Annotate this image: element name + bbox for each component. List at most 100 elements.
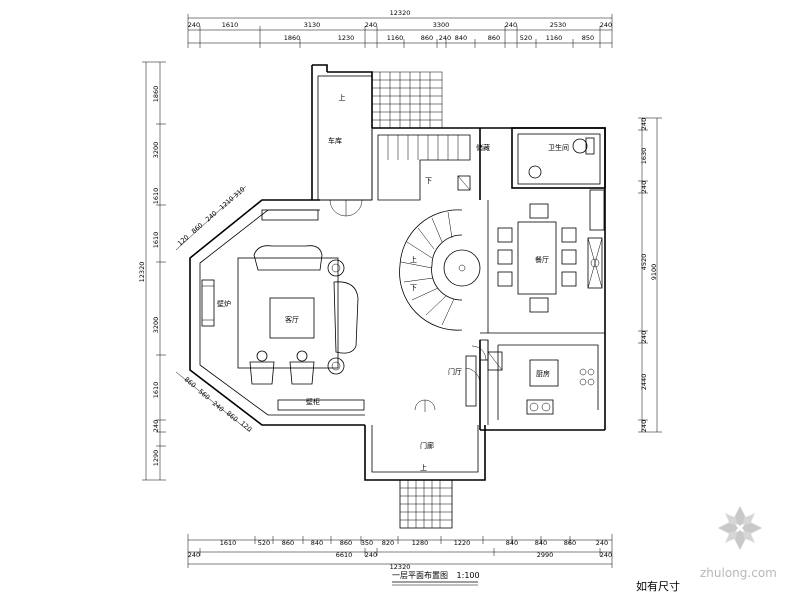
dim-left-3: 1610	[152, 188, 160, 205]
dim-left-8: 1290	[152, 450, 160, 467]
dim-top2-7: 860	[488, 34, 500, 42]
dim-right-5: 240	[640, 331, 648, 343]
left-dimension-labels: 12320 1860 3200 1610 1610 3200 1610 240 …	[138, 86, 160, 467]
caption-underline	[392, 581, 478, 586]
living-label: 客厅	[285, 315, 299, 324]
plan-caption: 一层平面布置图 1:100	[392, 570, 480, 581]
dim-bottom-10: 840	[506, 539, 518, 547]
right-dimension-labels: 9100 240 1630 240 4520 240 2440 240	[640, 118, 658, 432]
dim-bottom-3: 860	[282, 539, 294, 547]
dim-top-1: 240	[188, 21, 200, 29]
plan-caption-scale: 1:100	[456, 571, 480, 580]
dim-top-5: 3300	[433, 21, 450, 29]
dim-bottom-5: 860	[340, 539, 352, 547]
dim-bottom2-2: 6610	[336, 551, 353, 559]
plan-caption-title: 一层平面布置图	[392, 571, 448, 580]
bottom-dimension-labels: 1610 520 860 840 860 350 820 1280 1220 8…	[188, 539, 612, 571]
dim-bottom-total: 12320	[390, 563, 411, 571]
dim-top-8: 240	[600, 21, 612, 29]
dim-bottom-6: 350	[361, 539, 373, 547]
porch-label: 门廊	[420, 441, 434, 450]
dim-bottom-4: 840	[311, 539, 323, 547]
closet-label: 壁柜	[306, 397, 320, 406]
garage-stair	[371, 71, 443, 129]
bottom-dimension-lines	[187, 534, 613, 568]
porch-up-label: 上	[420, 463, 427, 472]
dim-bottom-13: 240	[596, 539, 608, 547]
kitchen: 厨房	[487, 344, 599, 420]
dim-bay-upper-1: 120	[176, 233, 191, 247]
doors	[329, 199, 487, 412]
dim-right-1: 240	[640, 118, 648, 130]
dim-top2-1: 1860	[284, 34, 301, 42]
dim-left-2: 3200	[152, 142, 160, 159]
side-caption: 如有尺寸	[636, 580, 680, 593]
dim-top-4: 240	[365, 21, 377, 29]
entry-label: 门厅	[448, 367, 462, 376]
dim-bottom2-1: 240	[188, 551, 200, 559]
dim-top2-4: 860	[421, 34, 433, 42]
dim-bottom-1: 1610	[220, 539, 237, 547]
living-room: 客厅 壁炉 壁柜	[201, 209, 365, 411]
interior-walls: 门厅	[448, 128, 489, 425]
dim-top2-6: 840	[455, 34, 467, 42]
dim-bay-lower-5: 120	[239, 419, 254, 433]
dim-top2-3: 1160	[387, 34, 404, 42]
dim-bay-upper-4: 1210	[218, 194, 236, 211]
dim-bottom-7: 820	[382, 539, 394, 547]
dim-bottom-12: 860	[564, 539, 576, 547]
dim-right-4: 4520	[640, 254, 648, 271]
stair-dn-label: 下	[410, 284, 417, 292]
wc: 卫生间	[511, 127, 606, 189]
dim-top-total: 12320	[390, 9, 411, 17]
dim-bottom-9: 1220	[454, 539, 471, 547]
garage-up-label: 上	[339, 93, 346, 102]
dim-top-3: 3130	[304, 21, 321, 29]
dining-label: 餐厅	[535, 255, 549, 264]
dim-bottom2-5: 240	[600, 551, 612, 559]
stair-up-label: 上	[410, 255, 417, 264]
dim-left-4: 1610	[152, 232, 160, 249]
dining-room: 餐厅	[480, 189, 605, 334]
dim-bay-upper-2: 860	[190, 221, 205, 235]
storage-area: 储藏 下	[377, 134, 490, 201]
top-dimension-labels: 12320 240 1610 3130 240 3300 240 2530 24…	[188, 9, 612, 42]
dim-left-6: 1610	[152, 382, 160, 399]
dim-top2-5: 240	[439, 34, 451, 42]
dim-top-2: 1610	[222, 21, 239, 29]
watermark-logo-icon	[718, 506, 762, 550]
porch: 门廊 上	[399, 441, 453, 529]
dim-right-total: 9100	[650, 264, 658, 281]
watermark-text: zhulong.com	[700, 566, 777, 580]
fireplace-label: 壁炉	[217, 299, 231, 308]
dim-right-2: 1630	[640, 148, 648, 165]
dim-left-total: 12320	[138, 262, 146, 283]
garage-label: 车库	[328, 136, 342, 145]
wc-label: 卫生间	[548, 143, 569, 152]
dim-top2-2: 1230	[338, 34, 355, 42]
dim-top-6: 240	[505, 21, 517, 29]
dim-bay-lower-2: 560	[197, 387, 212, 401]
dim-top2-9: 1160	[546, 34, 563, 42]
kitchen-label: 厨房	[536, 369, 550, 378]
bay-dimension-lines	[175, 185, 251, 433]
dim-right-3: 240	[640, 181, 648, 193]
dim-left-7: 240	[152, 420, 160, 432]
top-dimension-lines	[187, 14, 613, 48]
right-dimension-lines	[638, 117, 662, 433]
dim-bottom2-3: 240	[365, 551, 377, 559]
left-dimension-lines	[142, 61, 166, 481]
bay-dimension-labels: 120 860 240 1210 310 860 560 240 860 120	[176, 185, 253, 433]
dim-top2-8: 520	[520, 34, 532, 42]
dim-right-6: 2440	[640, 374, 648, 391]
dim-bay-upper-3: 240	[204, 209, 219, 223]
dim-bay-lower-3: 240	[211, 399, 226, 413]
dim-left-5: 3200	[152, 317, 160, 334]
dim-right-7: 240	[640, 420, 648, 432]
dim-top-7: 2530	[550, 21, 567, 29]
dim-bottom-11: 840	[535, 539, 547, 547]
dim-bottom-2: 520	[258, 539, 270, 547]
dim-left-1: 1860	[152, 86, 160, 103]
dim-top2-10: 850	[582, 34, 594, 42]
